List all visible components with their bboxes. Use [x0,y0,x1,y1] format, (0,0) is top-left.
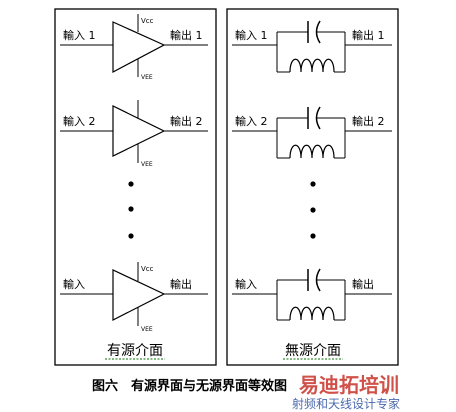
input-label: 輸入 1 [235,28,268,42]
watermark-logo-text: 易迪拓培训 [299,373,399,397]
amplifier-2: 輸入 2 輸出 2 VEE [60,100,208,168]
input-label: 輸入 1 [63,28,96,42]
input-label: 輸入 2 [63,114,96,128]
inductor-coil [289,144,335,159]
passive-panel-frame [226,8,399,366]
amplifier-3: 輸入 輸出 Vcc VEE [60,262,208,333]
figure-caption: 图六 有源界面与无源界面等效图 [92,378,287,394]
amplifier-triangle [112,105,166,157]
inductor-coil [289,306,335,321]
vcc-label: Vcc [141,17,154,25]
active-panel-frame [54,8,217,366]
output-label: 輸出 2 [170,114,203,128]
rc-network-1: 輸入 1 輸出 1 [232,20,392,73]
vcc-label: Vcc [141,265,154,273]
amplifier-1: 輸入 1 輸出 1 Vcc VEE [60,14,208,81]
output-label: 輸出 1 [352,28,385,42]
input-label: 輸入 [235,277,257,291]
ellipsis-dot [310,233,316,239]
output-label: 輸出 1 [170,28,203,42]
ellipsis-dot [128,206,134,212]
ellipsis-dot [128,233,134,239]
output-label: 輸出 2 [352,114,385,128]
passive-panel-title: 無源介面 [285,343,341,359]
vee-label: VEE [141,74,153,81]
output-label: 輸出 [352,277,374,291]
watermark: 易迪拓培训 射频和天线设计专家 [292,373,400,411]
ellipsis-dot [128,181,134,187]
ellipsis-dot [310,181,316,187]
output-label: 輸出 [170,277,192,291]
vee-label: VEE [141,161,153,168]
rc-network-3: 輸入 輸出 [232,268,392,321]
active-panel-title: 有源介面 [107,343,163,359]
input-label: 輸入 2 [235,114,268,128]
watermark-slogan: 射频和天线设计专家 [292,396,400,411]
inductor-coil [289,58,335,73]
amplifier-triangle [112,21,166,73]
vee-label: VEE [141,326,153,333]
rc-network-2: 輸入 2 輸出 2 [232,106,392,159]
ellipsis-dot [310,207,316,213]
input-label: 輸入 [63,277,85,291]
